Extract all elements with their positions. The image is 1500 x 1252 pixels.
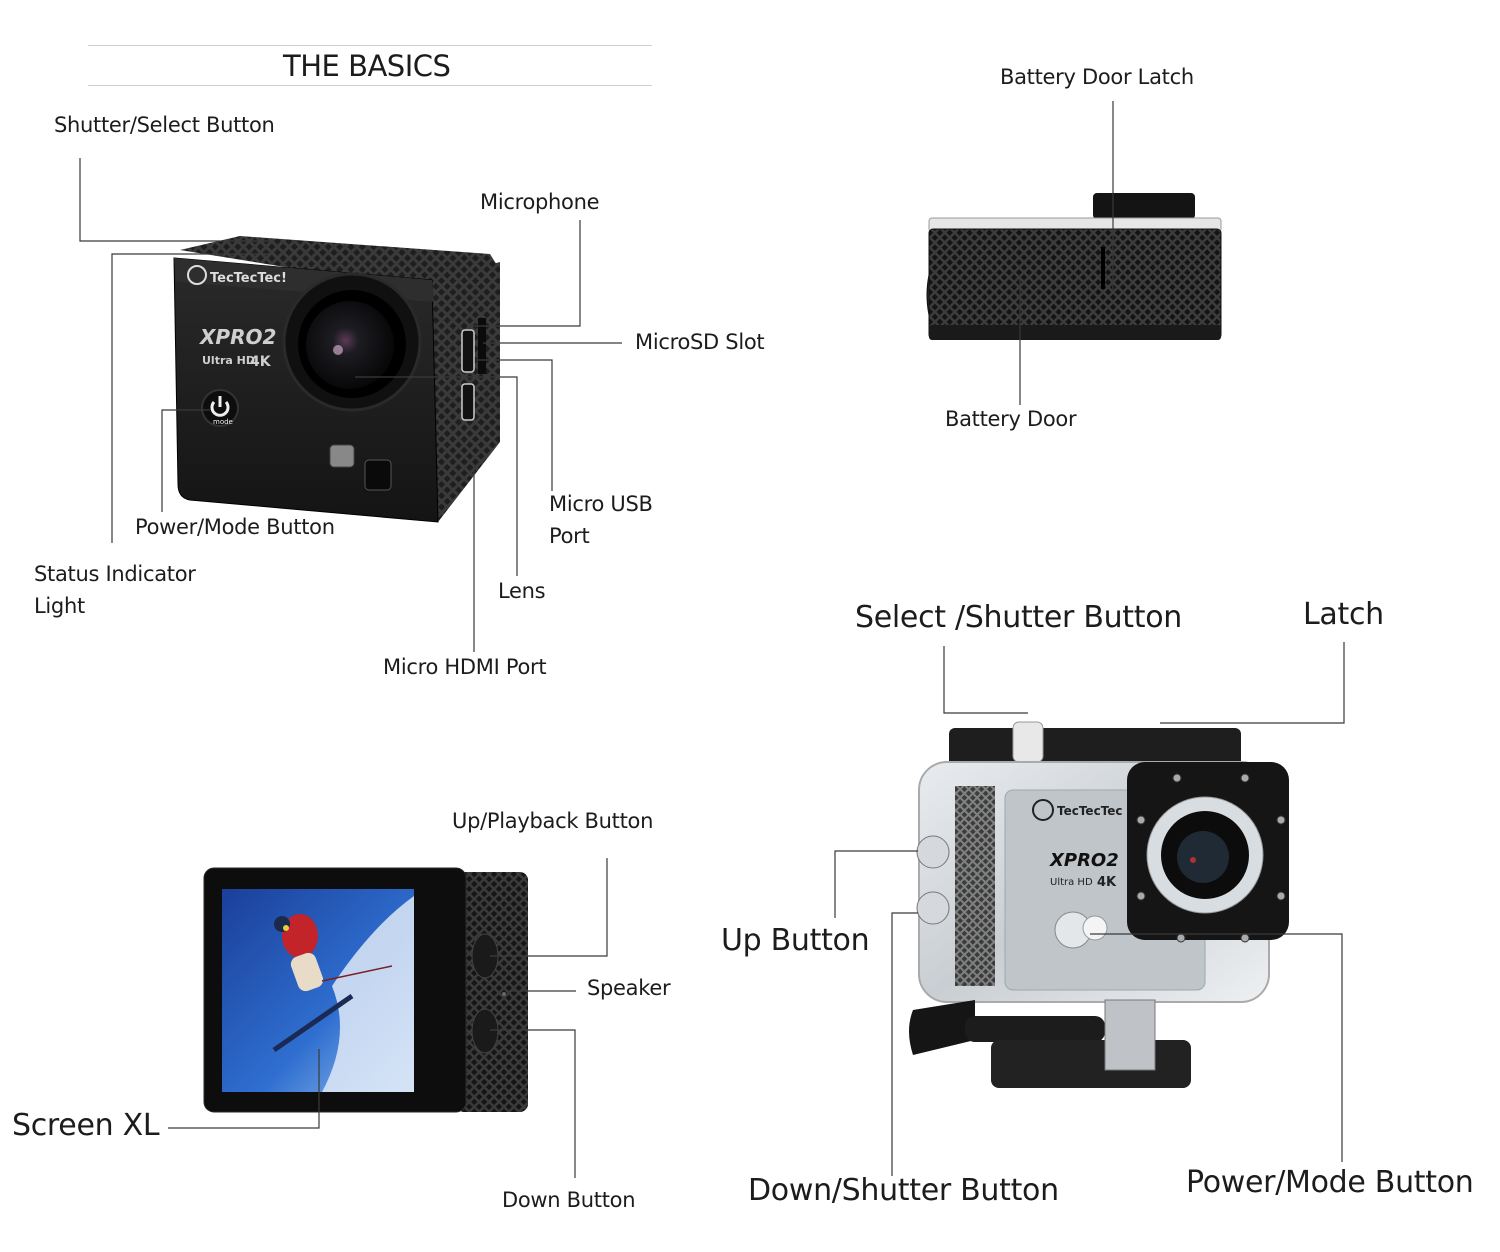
up-button-icon bbox=[916, 835, 950, 869]
label-select-shutter-button: Select /Shutter Button bbox=[855, 600, 1183, 635]
svg-text:4K: 4K bbox=[1097, 875, 1117, 890]
label-lens: Lens bbox=[498, 579, 546, 603]
label-down-button: Down Button bbox=[502, 1188, 636, 1212]
label-status-indicator-line2: Light bbox=[34, 594, 85, 618]
header-rule-top bbox=[88, 45, 652, 46]
label-status-indicator-line1: Status Indicator bbox=[34, 562, 196, 586]
label-up-button: Up Button bbox=[721, 923, 870, 958]
microsd-slot-icon bbox=[478, 318, 486, 374]
label-micro-usb-line1: Micro USB bbox=[549, 492, 653, 516]
select-shutter-button-icon bbox=[1012, 721, 1044, 763]
micro-hdmi-port-icon bbox=[461, 383, 475, 421]
lens-barrel-icon bbox=[1093, 193, 1195, 219]
label-power-mode-button-case: Power/Mode Button bbox=[1186, 1165, 1474, 1200]
front-camera-illustration: TecTecTec! XPRO2 Ultra HD 4K mode bbox=[173, 236, 500, 523]
svg-text:mode: mode bbox=[213, 418, 233, 426]
status-light-icon bbox=[329, 444, 355, 468]
leader-shutter-select bbox=[79, 158, 272, 242]
micro-usb-port-icon bbox=[461, 329, 475, 373]
label-screen-xl: Screen XL bbox=[12, 1108, 160, 1143]
side-camera-illustration bbox=[926, 193, 1222, 340]
down-button-icon bbox=[471, 1008, 499, 1054]
label-down-shutter-button: Down/Shutter Button bbox=[748, 1173, 1059, 1208]
svg-text:Ultra HD: Ultra HD bbox=[202, 354, 255, 367]
label-micro-hdmi-port: Micro HDMI Port bbox=[383, 655, 547, 679]
page-title: THE BASICS bbox=[283, 49, 451, 83]
svg-text:TecTecTec!: TecTecTec! bbox=[210, 271, 287, 286]
label-up-playback-button: Up/Playback Button bbox=[452, 809, 654, 833]
back-camera-illustration bbox=[203, 867, 528, 1113]
speaker-icon bbox=[502, 992, 506, 996]
svg-text:XPRO2: XPRO2 bbox=[198, 325, 276, 349]
case-brand-logo-icon bbox=[1032, 799, 1054, 821]
label-latch: Latch bbox=[1303, 597, 1384, 632]
battery-door-latch-icon bbox=[1101, 247, 1105, 289]
label-microsd-slot: MicroSD Slot bbox=[635, 330, 765, 354]
header-rule-bottom bbox=[88, 85, 652, 86]
svg-text:XPRO2: XPRO2 bbox=[1049, 850, 1119, 871]
svg-text:4K: 4K bbox=[250, 354, 272, 370]
label-micro-usb-line2: Port bbox=[549, 524, 590, 548]
svg-text:TecTecTec: TecTecTec bbox=[1057, 804, 1123, 818]
up-playback-button-icon bbox=[471, 933, 499, 979]
waterproof-case-illustration: TecTecTec XPRO2 Ultra HD 4K bbox=[909, 721, 1289, 1088]
label-shutter-select-button: Shutter/Select Button bbox=[54, 113, 275, 137]
label-battery-door-latch: Battery Door Latch bbox=[1000, 65, 1194, 89]
label-microphone: Microphone bbox=[480, 190, 600, 214]
label-battery-door: Battery Door bbox=[945, 407, 1077, 431]
label-speaker: Speaker bbox=[587, 976, 671, 1000]
mount-screw-icon bbox=[909, 1000, 975, 1055]
label-power-mode-button: Power/Mode Button bbox=[135, 515, 335, 539]
down-shutter-button-icon bbox=[916, 891, 950, 925]
svg-text:Ultra HD: Ultra HD bbox=[1050, 877, 1093, 888]
leader-select-shutter-case bbox=[943, 646, 1028, 714]
